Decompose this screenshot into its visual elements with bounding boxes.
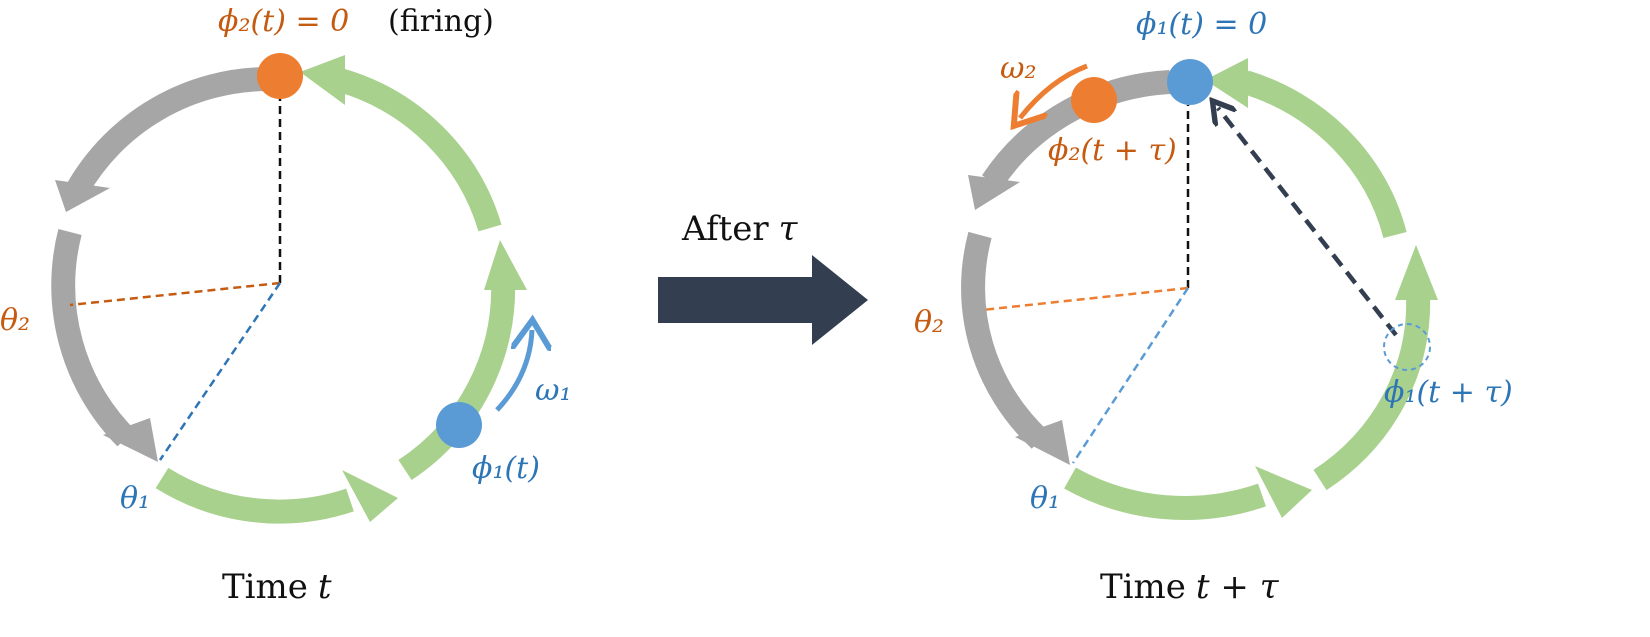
left-firing-label: (firing) [388,4,494,39]
right-reset-jump-arrow [1218,108,1398,337]
left-omega1-arrow [495,330,532,412]
left-omega1-label: ω₁ [535,373,572,408]
left-green-arc-bottom [155,467,354,524]
left-green-arc-top [336,68,502,232]
right-green-arrowhead-top [1205,58,1248,108]
right-phi1-label: ϕ₁(t + τ) [1384,375,1513,410]
right-omega2-arrow [1020,63,1088,118]
right-phi2-label: ϕ₂(t + τ) [1048,133,1177,168]
right-gray-arc-lower [961,231,1049,449]
right-radius-theta1 [1071,287,1190,464]
right-green-arrowhead-right [1395,245,1438,300]
left-gray-arrowhead-lower [103,418,158,462]
right-radius-theta2 [981,286,1189,312]
right-green-arc-right [1313,294,1431,491]
right-phi1-zero-label: ϕ₁(t) = 0 [1136,7,1267,42]
left-green-arrowhead-bottom [342,470,398,522]
left-oscillator-2-dot [257,53,303,99]
right-green-arrowhead-bottom [1255,466,1312,518]
left-phi2-zero-label: ϕ₂(t) = 0 [218,4,349,39]
left-green-arrowhead-right [484,240,527,290]
left-gray-arc-upper [66,67,269,197]
right-green-arc-top [1241,70,1407,239]
left-green-arrowhead-top [300,55,345,105]
left-green-arc-right [398,279,516,481]
left-radius-theta2 [69,281,281,307]
right-oscillator-2-dot [1071,77,1117,123]
left-oscillator-1-dot [436,402,482,448]
transition-arrow [658,255,868,345]
left-phi1-label: ϕ₁(t) [472,451,540,486]
right-circle-panel: ϕ₁(t) = 0 ω₂ ϕ₂(t + τ) θ₂ θ₁ ϕ₁(t + τ) T… [914,7,1513,607]
right-gray-arrowhead-lower [1015,420,1070,465]
right-theta1-label: θ₁ [1030,481,1060,516]
left-gray-arc-lower [51,229,135,447]
right-theta2-label: θ₂ [914,305,944,340]
right-oscillator-1-dot [1167,59,1213,105]
left-theta1-label: θ₁ [120,481,150,516]
left-theta2-label: θ₂ [0,303,30,338]
right-omega2-label: ω₂ [1000,51,1037,86]
right-green-arc-bottom [1064,467,1266,520]
left-radius-theta1 [158,282,282,461]
right-gray-arc-upper [981,70,1171,189]
right-gray-arrowhead-upper [968,175,1020,210]
left-gray-arrowhead-upper [55,180,110,212]
right-previous-phi1-position [1383,323,1431,371]
